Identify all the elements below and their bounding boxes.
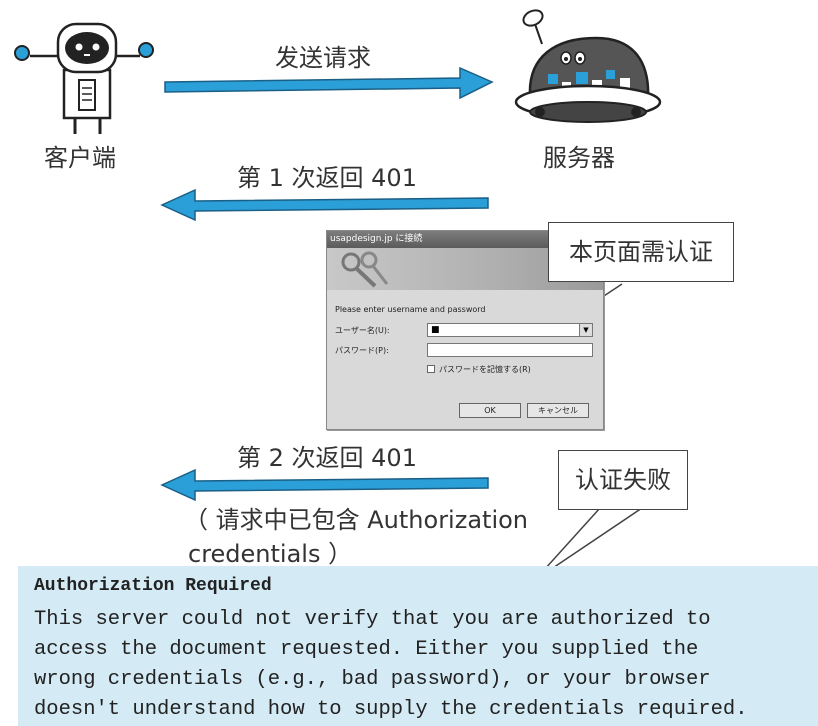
- remember-checkbox[interactable]: [427, 365, 435, 373]
- first-401-label: 第 1 次返回 401: [237, 164, 417, 192]
- error-line: access the document requested. Either yo…: [34, 638, 699, 661]
- dialog-prompt: Please enter username and password: [335, 305, 486, 314]
- client-label: 客户端: [44, 144, 116, 172]
- error-line: This server could not verify that you ar…: [34, 608, 711, 631]
- username-select[interactable]: ■ ▼: [427, 323, 593, 337]
- second-401-arrow: [160, 468, 489, 502]
- password-input[interactable]: [427, 343, 593, 357]
- second-401-note-cont: credentials ）: [188, 540, 353, 568]
- second-401-label: 第 2 次返回 401: [237, 444, 417, 472]
- request-label: 发送请求: [275, 44, 371, 72]
- auth-needed-callout: 本页面需认证: [548, 222, 734, 282]
- dialog-title: usapdesign.jp に接続: [327, 231, 603, 248]
- error-title: Authorization Required: [34, 576, 272, 596]
- username-label: ユーザー名(U):: [335, 326, 390, 335]
- error-line: doesn't understand how to supply the cre…: [34, 698, 748, 721]
- chevron-down-icon[interactable]: ▼: [579, 324, 592, 336]
- password-label: パスワード(P):: [335, 346, 389, 355]
- auth-failed-callout: 认证失败: [558, 450, 688, 510]
- keys-icon: [341, 251, 389, 288]
- request-arrow: [164, 66, 494, 100]
- first-401-arrow: [160, 188, 489, 222]
- ok-button[interactable]: OK: [459, 403, 521, 418]
- error-line: wrong credentials (e.g., bad password), …: [34, 668, 711, 691]
- second-401-note: （ 请求中已包含 Authorization: [184, 506, 529, 534]
- remember-label: パスワードを記憶する(R): [439, 365, 531, 374]
- error-message-panel: Authorization Required This server could…: [18, 566, 818, 726]
- server-label: 服务器: [543, 144, 615, 172]
- cancel-button[interactable]: キャンセル: [527, 403, 589, 418]
- user-icon: ■: [431, 325, 440, 335]
